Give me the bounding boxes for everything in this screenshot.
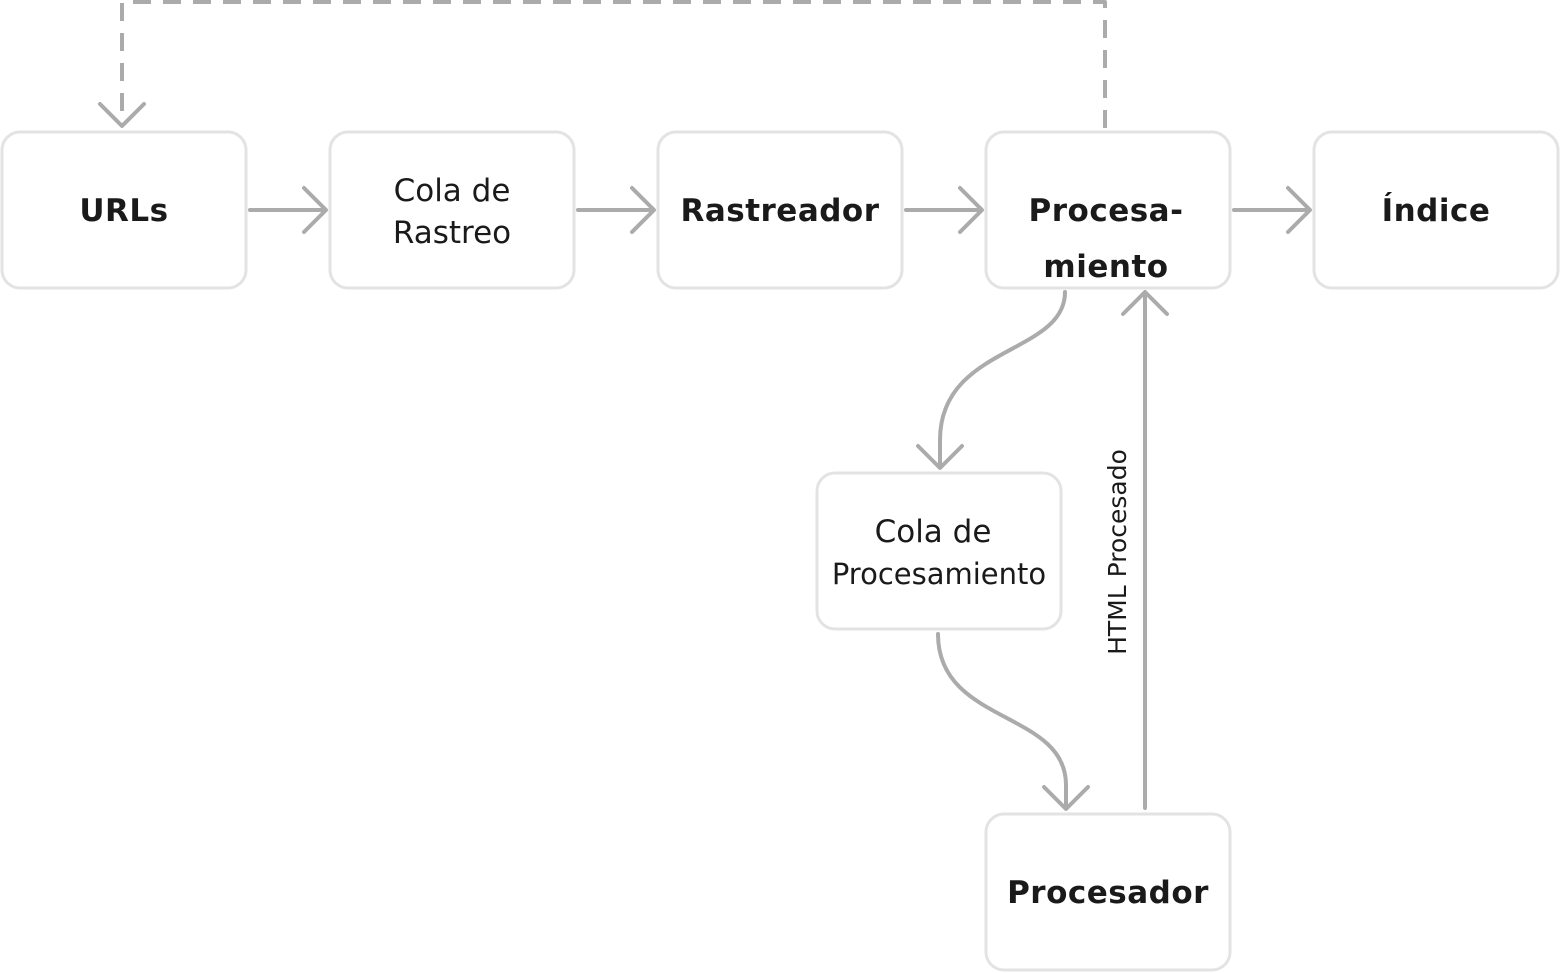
node-urls[interactable]: URLs xyxy=(0,130,248,290)
node-crawler-label: Rastreador xyxy=(680,193,879,229)
node-processor[interactable]: Procesador xyxy=(984,812,1232,972)
edge-processing-to-urls xyxy=(120,0,1107,128)
node-processing-label-line2: miento xyxy=(1043,249,1168,285)
edge-processing-to-index xyxy=(1232,186,1312,234)
node-processing[interactable]: Procesa- miento xyxy=(984,130,1232,290)
node-urls-label: URLs xyxy=(79,193,168,229)
node-crawl-queue-label-line1: Cola de xyxy=(394,173,511,209)
node-crawler[interactable]: Rastreador xyxy=(656,130,904,290)
edge-processor-to-processing xyxy=(1121,290,1169,810)
edge-processing-to-processing-queue xyxy=(938,290,1067,468)
arrowhead-into-processing-queue xyxy=(916,444,964,470)
node-processing-label-line1: Procesa- xyxy=(1029,193,1184,229)
edges xyxy=(98,0,1312,811)
node-crawl-queue[interactable]: Cola de Rastreo xyxy=(328,130,576,290)
node-crawl-queue-label-line2: Rastreo xyxy=(393,215,511,251)
arrowhead-into-urls xyxy=(98,102,146,128)
edge-crawler-to-processing xyxy=(904,186,984,234)
edge-crawl-queue-to-crawler xyxy=(576,186,656,234)
edge-label-processed-html: HTML Procesado xyxy=(1103,449,1132,655)
edge-urls-to-crawl-queue xyxy=(248,186,328,234)
node-processing-queue[interactable]: Cola de Procesamiento xyxy=(815,471,1063,631)
node-index-label: Índice xyxy=(1382,193,1491,229)
node-processor-label: Procesador xyxy=(1007,875,1209,911)
node-index[interactable]: Índice xyxy=(1312,130,1560,290)
arrowhead-into-processor xyxy=(1042,785,1090,811)
node-processing-queue-label-line2: Procesamiento xyxy=(832,557,1046,591)
node-processing-queue-label-line1: Cola de xyxy=(875,514,992,550)
edge-processing-queue-to-processor xyxy=(936,632,1068,809)
